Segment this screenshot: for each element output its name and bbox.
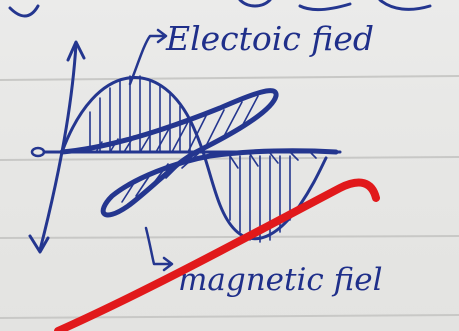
magnetic-hatching (95, 95, 317, 203)
cutoff-writing-top (8, 0, 432, 18)
arrowhead-down-icon (28, 234, 50, 254)
magnetic-field-wave (59, 88, 339, 218)
origin-circle (30, 146, 46, 158)
electric-label-arrow (128, 28, 168, 86)
ruled-line (0, 314, 459, 319)
magnetic-field-label: magnetic fiel (178, 262, 383, 298)
magnetic-label-arrow (144, 226, 174, 272)
red-mark (54, 178, 380, 331)
ruled-line (0, 235, 459, 239)
arrowhead-up-icon (66, 40, 86, 62)
ruled-line (0, 75, 459, 81)
electric-field-label: Electoic fied (165, 19, 374, 58)
ruled-lines (0, 75, 459, 319)
